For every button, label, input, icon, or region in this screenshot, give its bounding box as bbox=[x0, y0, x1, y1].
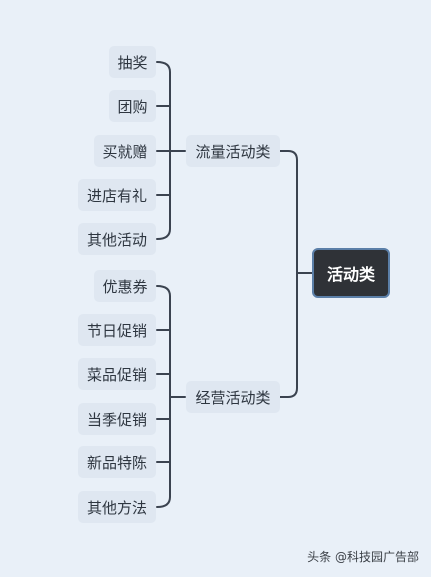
leaf-node[interactable]: 新品特陈 bbox=[78, 446, 156, 478]
branch-node-operation[interactable]: 经营活动类 bbox=[186, 381, 280, 413]
watermark-text: 头条 @科技园广告部 bbox=[307, 550, 419, 564]
leaf-node[interactable]: 团购 bbox=[109, 90, 156, 122]
connector-root-branch2 bbox=[279, 272, 313, 398]
leaf-node[interactable]: 买就赠 bbox=[94, 135, 156, 167]
leaf-node[interactable]: 进店有礼 bbox=[78, 179, 156, 211]
connector-root-branch1 bbox=[279, 150, 313, 274]
leaf-node[interactable]: 抽奖 bbox=[109, 46, 156, 78]
connector-branch2-ticks bbox=[156, 329, 171, 463]
leaf-node[interactable]: 其他活动 bbox=[78, 223, 156, 255]
branch-node-traffic[interactable]: 流量活动类 bbox=[186, 135, 280, 167]
connector-branch2-bracket bbox=[156, 285, 186, 508]
leaf-node[interactable]: 其他方法 bbox=[78, 491, 156, 523]
leaf-node[interactable]: 菜品促销 bbox=[78, 358, 156, 390]
connector-branch1-ticks bbox=[156, 105, 171, 196]
leaf-node[interactable]: 优惠券 bbox=[94, 270, 156, 302]
leaf-node[interactable]: 节日促销 bbox=[78, 314, 156, 346]
leaf-node[interactable]: 当季促销 bbox=[78, 403, 156, 435]
root-node[interactable]: 活动类 bbox=[312, 248, 390, 298]
